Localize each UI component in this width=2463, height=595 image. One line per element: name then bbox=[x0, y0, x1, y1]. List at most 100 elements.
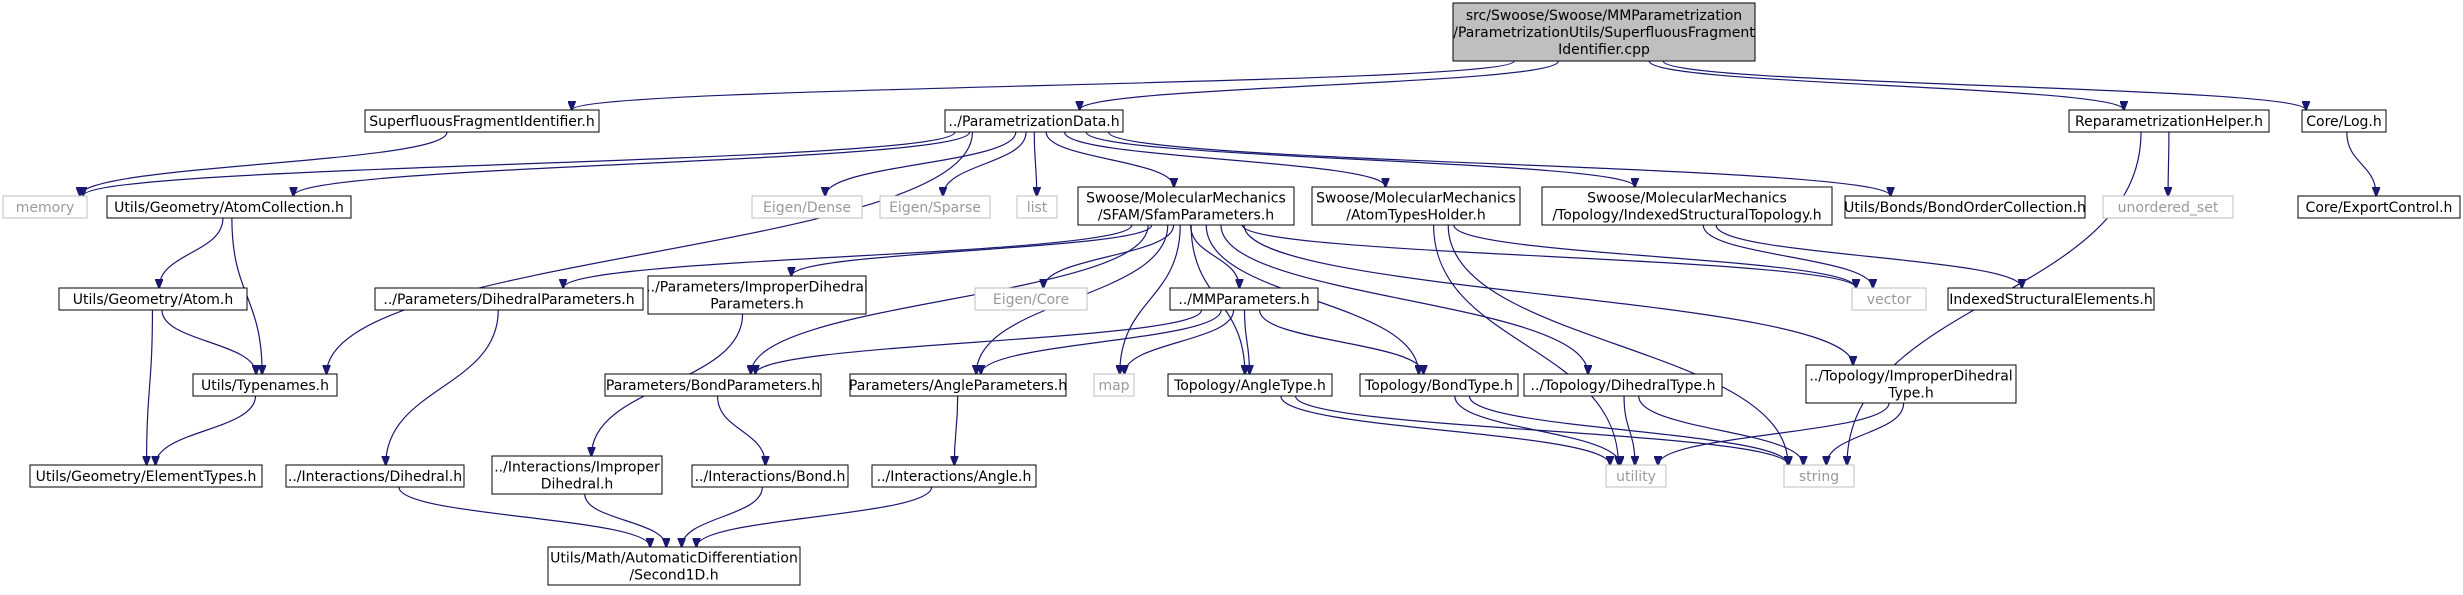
node-label: memory bbox=[16, 200, 75, 216]
node-map: map bbox=[1093, 373, 1135, 397]
edge-rh-to-unordered bbox=[2168, 131, 2169, 196]
node-box bbox=[1452, 2, 1756, 62]
node-ibond[interactable]: ../Interactions/Bond.h bbox=[691, 464, 849, 488]
edge-sfi-to-memory bbox=[80, 131, 448, 196]
edge-typenames-to-elemtypes bbox=[156, 395, 257, 465]
node-label: Parameters/AngleParameters.h bbox=[849, 378, 1067, 394]
node-label: Identifier.cpp bbox=[1558, 42, 1650, 58]
edge-ist-to-ise bbox=[1715, 224, 2022, 288]
node-iangle[interactable]: ../Interactions/Angle.h bbox=[871, 464, 1037, 488]
edge-anglep-to-iangle bbox=[954, 395, 957, 465]
node-angletype[interactable]: Topology/AngleType.h bbox=[1167, 373, 1333, 397]
node-label: vector bbox=[1867, 292, 1912, 308]
node-label: ../Topology/ImproperDihedral bbox=[1809, 369, 2012, 385]
node-eigensparse: Eigen/Sparse bbox=[879, 195, 991, 219]
edge-line bbox=[1243, 224, 1853, 365]
node-box bbox=[1844, 195, 2086, 219]
node-memory: memory bbox=[2, 195, 88, 219]
node-idih[interactable]: ../Interactions/Dihedral.h bbox=[285, 464, 465, 488]
node-box bbox=[1605, 464, 1667, 488]
node-label: Core/Log.h bbox=[2306, 114, 2381, 130]
edge-pd-to-ist bbox=[1085, 131, 1635, 187]
node-label: Utils/Typenames.h bbox=[201, 378, 329, 394]
edge-line bbox=[1241, 224, 1856, 288]
node-log[interactable]: Core/Log.h bbox=[2301, 109, 2387, 133]
node-label: Swoose/MolecularMechanics bbox=[1587, 191, 1787, 207]
node-label: Swoose/MolecularMechanics bbox=[1086, 191, 1286, 207]
edge-iimp-to-second1d bbox=[584, 493, 666, 547]
node-label: Utils/Bonds/BondOrderCollection.h bbox=[1844, 200, 2086, 216]
node-string: string bbox=[1783, 464, 1855, 488]
node-box bbox=[604, 373, 822, 397]
node-impp[interactable]: ../Parameters/ImproperDihedralParameters… bbox=[646, 275, 868, 315]
edge-angletype-to-string bbox=[1294, 395, 1788, 465]
node-bondtype[interactable]: Topology/BondType.h bbox=[1359, 373, 1519, 397]
node-mmp[interactable]: ../MMParameters.h bbox=[1169, 287, 1319, 311]
edge-bondp-to-ibond bbox=[716, 395, 766, 465]
edge-ath-to-string bbox=[1447, 224, 1788, 465]
edge-pd-to-eigendense bbox=[825, 131, 1017, 196]
node-anglep[interactable]: Parameters/AngleParameters.h bbox=[849, 373, 1067, 397]
node-box bbox=[2297, 195, 2461, 219]
node-ath[interactable]: Swoose/MolecularMechanics/AtomTypesHolde… bbox=[1311, 186, 1521, 226]
node-box bbox=[1851, 287, 1927, 311]
edge-line bbox=[954, 395, 957, 465]
edge-ath-to-utility bbox=[1433, 224, 1619, 465]
node-atom[interactable]: Utils/Geometry/Atom.h bbox=[58, 287, 248, 311]
edge-dihp-to-idih bbox=[386, 309, 499, 465]
node-label: ../Interactions/Dihedral.h bbox=[288, 469, 462, 485]
node-iimp[interactable]: ../Interactions/ImproperDihedral.h bbox=[491, 455, 663, 495]
edge-sfam-to-imptype bbox=[1243, 224, 1853, 365]
node-label: Parameters/BondParameters.h bbox=[606, 378, 820, 394]
node-typenames[interactable]: Utils/Typenames.h bbox=[192, 373, 338, 397]
node-box bbox=[374, 287, 644, 311]
edge-line bbox=[1454, 395, 1620, 465]
node-dihtype[interactable]: ../Topology/DihedralType.h bbox=[1523, 373, 1723, 397]
edge-mmp-to-bondtype bbox=[1259, 309, 1424, 374]
edge-line bbox=[293, 131, 971, 196]
node-dihp[interactable]: ../Parameters/DihedralParameters.h bbox=[374, 287, 644, 311]
edge-line bbox=[696, 486, 933, 547]
node-box bbox=[1016, 195, 1058, 219]
node-second1d[interactable]: Utils/Math/AutomaticDifferentiation/Seco… bbox=[547, 546, 801, 586]
node-box bbox=[2, 195, 88, 219]
node-ise[interactable]: IndexedStructuralElements.h bbox=[1947, 287, 2155, 311]
edge-line bbox=[1433, 224, 1619, 465]
node-label: /SFAM/SfamParameters.h bbox=[1098, 208, 1274, 224]
edge-line bbox=[80, 131, 448, 196]
node-label: list bbox=[1027, 200, 1048, 216]
node-box bbox=[1077, 186, 1295, 226]
node-export[interactable]: Core/ExportControl.h bbox=[2297, 195, 2461, 219]
edge-line bbox=[1120, 224, 1181, 374]
edge-line bbox=[1658, 402, 1890, 465]
node-elemtypes[interactable]: Utils/Geometry/ElementTypes.h bbox=[29, 464, 263, 488]
edge-line bbox=[716, 395, 766, 465]
node-ist[interactable]: Swoose/MolecularMechanics/Topology/Index… bbox=[1541, 186, 1833, 226]
node-pd[interactable]: ../ParametrizationData.h bbox=[944, 109, 1124, 133]
node-boc[interactable]: Utils/Bonds/BondOrderCollection.h bbox=[1844, 195, 2086, 219]
node-bondp[interactable]: Parameters/BondParameters.h bbox=[604, 373, 822, 397]
edge-line bbox=[1826, 402, 1905, 465]
node-sfi[interactable]: SuperfluousFragmentIdentifier.h bbox=[364, 109, 600, 133]
node-box bbox=[944, 109, 1124, 133]
edge-line bbox=[1648, 60, 2124, 110]
node-atomcoll[interactable]: Utils/Geometry/AtomCollection.h bbox=[106, 195, 352, 219]
edge-line bbox=[83, 131, 956, 196]
edge-atom-to-elemtypes bbox=[147, 309, 154, 465]
node-label: SuperfluousFragmentIdentifier.h bbox=[369, 114, 594, 130]
node-root[interactable]: src/Swoose/Swoose/MMParametrization/Para… bbox=[1452, 2, 1756, 62]
edge-line bbox=[1623, 395, 1635, 465]
node-box bbox=[1311, 186, 1521, 226]
node-rh[interactable]: ReparametrizationHelper.h bbox=[2068, 109, 2270, 133]
edge-mmp-to-map bbox=[1124, 309, 1235, 374]
edge-line bbox=[1043, 224, 1175, 288]
node-label: Eigen/Core bbox=[993, 292, 1069, 308]
node-label: Utils/Geometry/AtomCollection.h bbox=[114, 200, 344, 216]
node-label: Dihedral.h bbox=[541, 477, 614, 493]
node-box bbox=[1167, 373, 1333, 397]
node-label: map bbox=[1098, 378, 1129, 394]
node-sfam[interactable]: Swoose/MolecularMechanics/SFAM/SfamParam… bbox=[1077, 186, 1295, 226]
node-box bbox=[1359, 373, 1519, 397]
node-box bbox=[974, 287, 1088, 311]
